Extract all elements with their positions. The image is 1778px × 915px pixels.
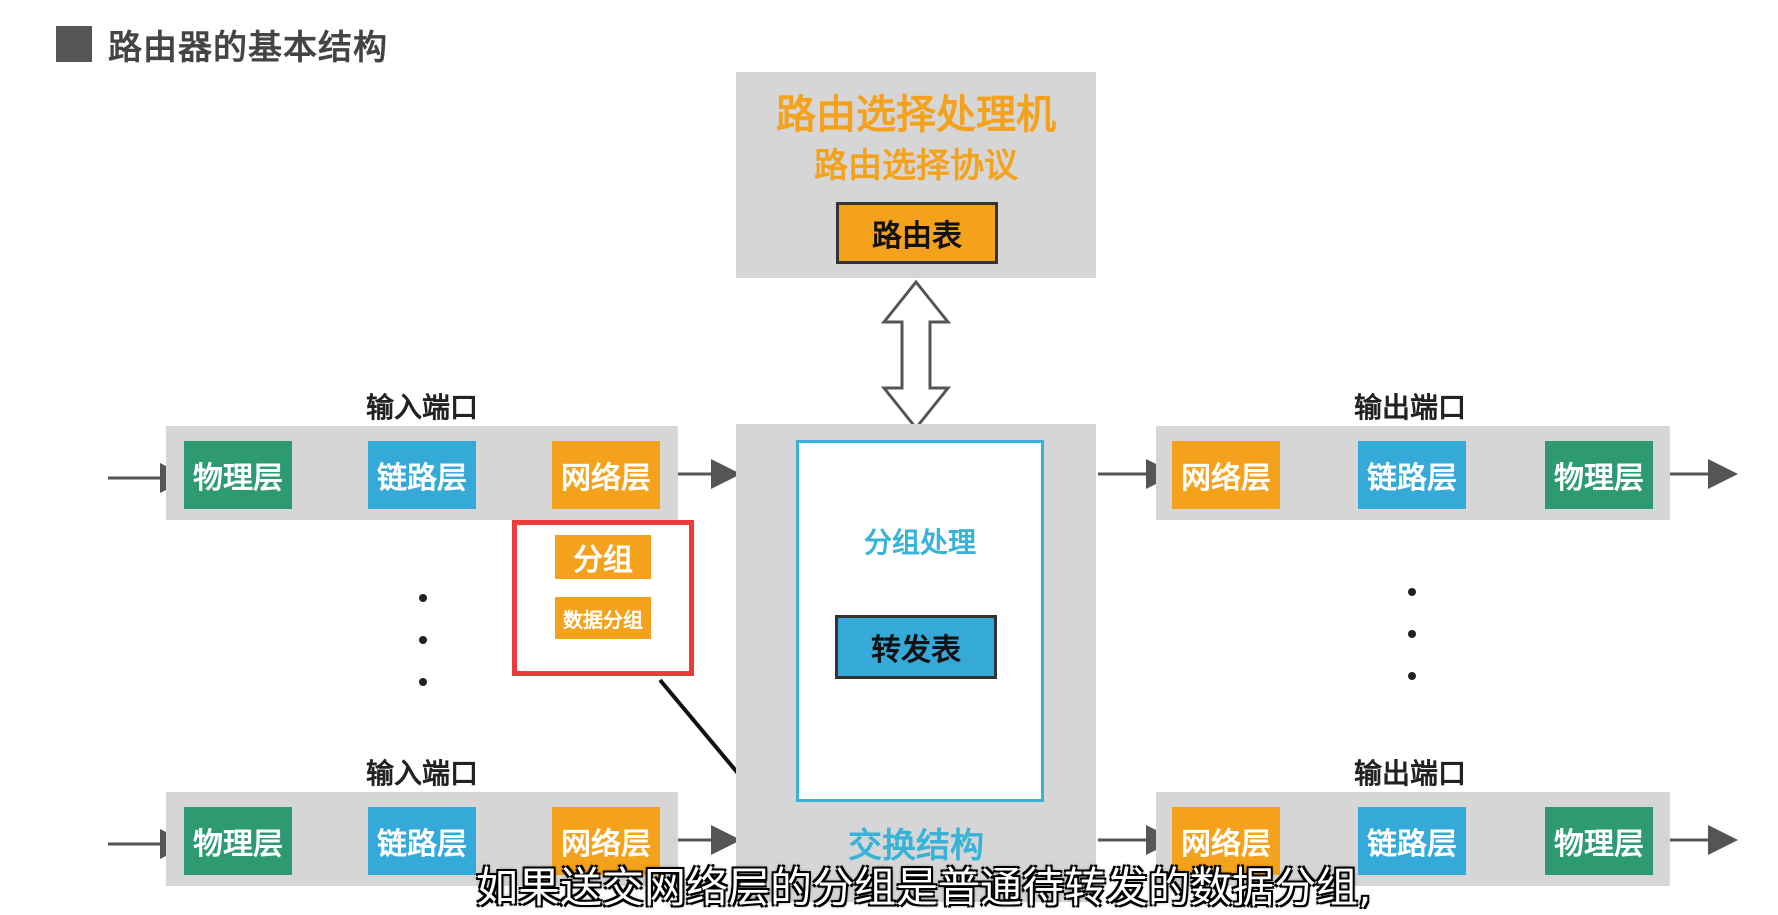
output-port-label: 输出端口 bbox=[1353, 391, 1466, 424]
packet-highlight-box: 分组 数据分组 bbox=[512, 520, 694, 676]
output-link-layer: 链路层 bbox=[1358, 441, 1466, 509]
switch-fabric-panel: 分组处理 转发表 交换结构 bbox=[736, 424, 1096, 902]
output-physical-layer: 物理层 bbox=[1545, 441, 1653, 509]
routing-processor-panel: 路由选择处理机 路由选择协议 路由表 bbox=[736, 72, 1096, 278]
input-network-layer: 网络层 bbox=[552, 441, 660, 509]
input2-network-layer: 网络层 bbox=[552, 807, 660, 875]
data-packet-box: 数据分组 bbox=[555, 597, 651, 639]
input-physical-layer: 物理层 bbox=[184, 441, 292, 509]
ellipsis-dot bbox=[1408, 588, 1416, 596]
input2-link-layer: 链路层 bbox=[368, 807, 476, 875]
input-port-label-2: 输入端口 bbox=[365, 757, 478, 790]
bidirectional-arrow-icon bbox=[880, 279, 952, 431]
ellipsis-dot bbox=[419, 636, 427, 644]
title-square-icon bbox=[56, 26, 92, 62]
packet-processing-label: 分组处理 bbox=[863, 526, 976, 559]
input2-physical-layer: 物理层 bbox=[184, 807, 292, 875]
video-caption: 如果送交网络层的分组是普通待转发的数据分组, bbox=[476, 863, 1372, 912]
output2-link-layer: 链路层 bbox=[1358, 807, 1466, 875]
output2-network-layer: 网络层 bbox=[1172, 807, 1280, 875]
ellipsis-dot bbox=[419, 678, 427, 686]
routing-protocol-label: 路由选择协议 bbox=[814, 146, 1018, 186]
ellipsis-dot bbox=[1408, 672, 1416, 680]
output2-physical-layer: 物理层 bbox=[1545, 807, 1653, 875]
ellipsis-dot bbox=[1408, 630, 1416, 638]
ellipsis-dot bbox=[419, 594, 427, 602]
input-link-layer: 链路层 bbox=[368, 441, 476, 509]
output-network-layer: 网络层 bbox=[1172, 441, 1280, 509]
switch-fabric-label: 交换结构 bbox=[848, 826, 984, 866]
input-port-label: 输入端口 bbox=[365, 391, 478, 424]
packet-processing-box: 分组处理 转发表 bbox=[796, 440, 1044, 802]
page-title: 路由器的基本结构 bbox=[108, 27, 388, 68]
routing-table-box: 路由表 bbox=[836, 202, 998, 264]
page-header: 路由器的基本结构 bbox=[56, 24, 388, 68]
routing-processor-title: 路由选择处理机 bbox=[776, 92, 1056, 138]
forwarding-table-box: 转发表 bbox=[835, 615, 997, 679]
output-port-label-2: 输出端口 bbox=[1353, 757, 1466, 790]
packet-box: 分组 bbox=[555, 535, 651, 579]
